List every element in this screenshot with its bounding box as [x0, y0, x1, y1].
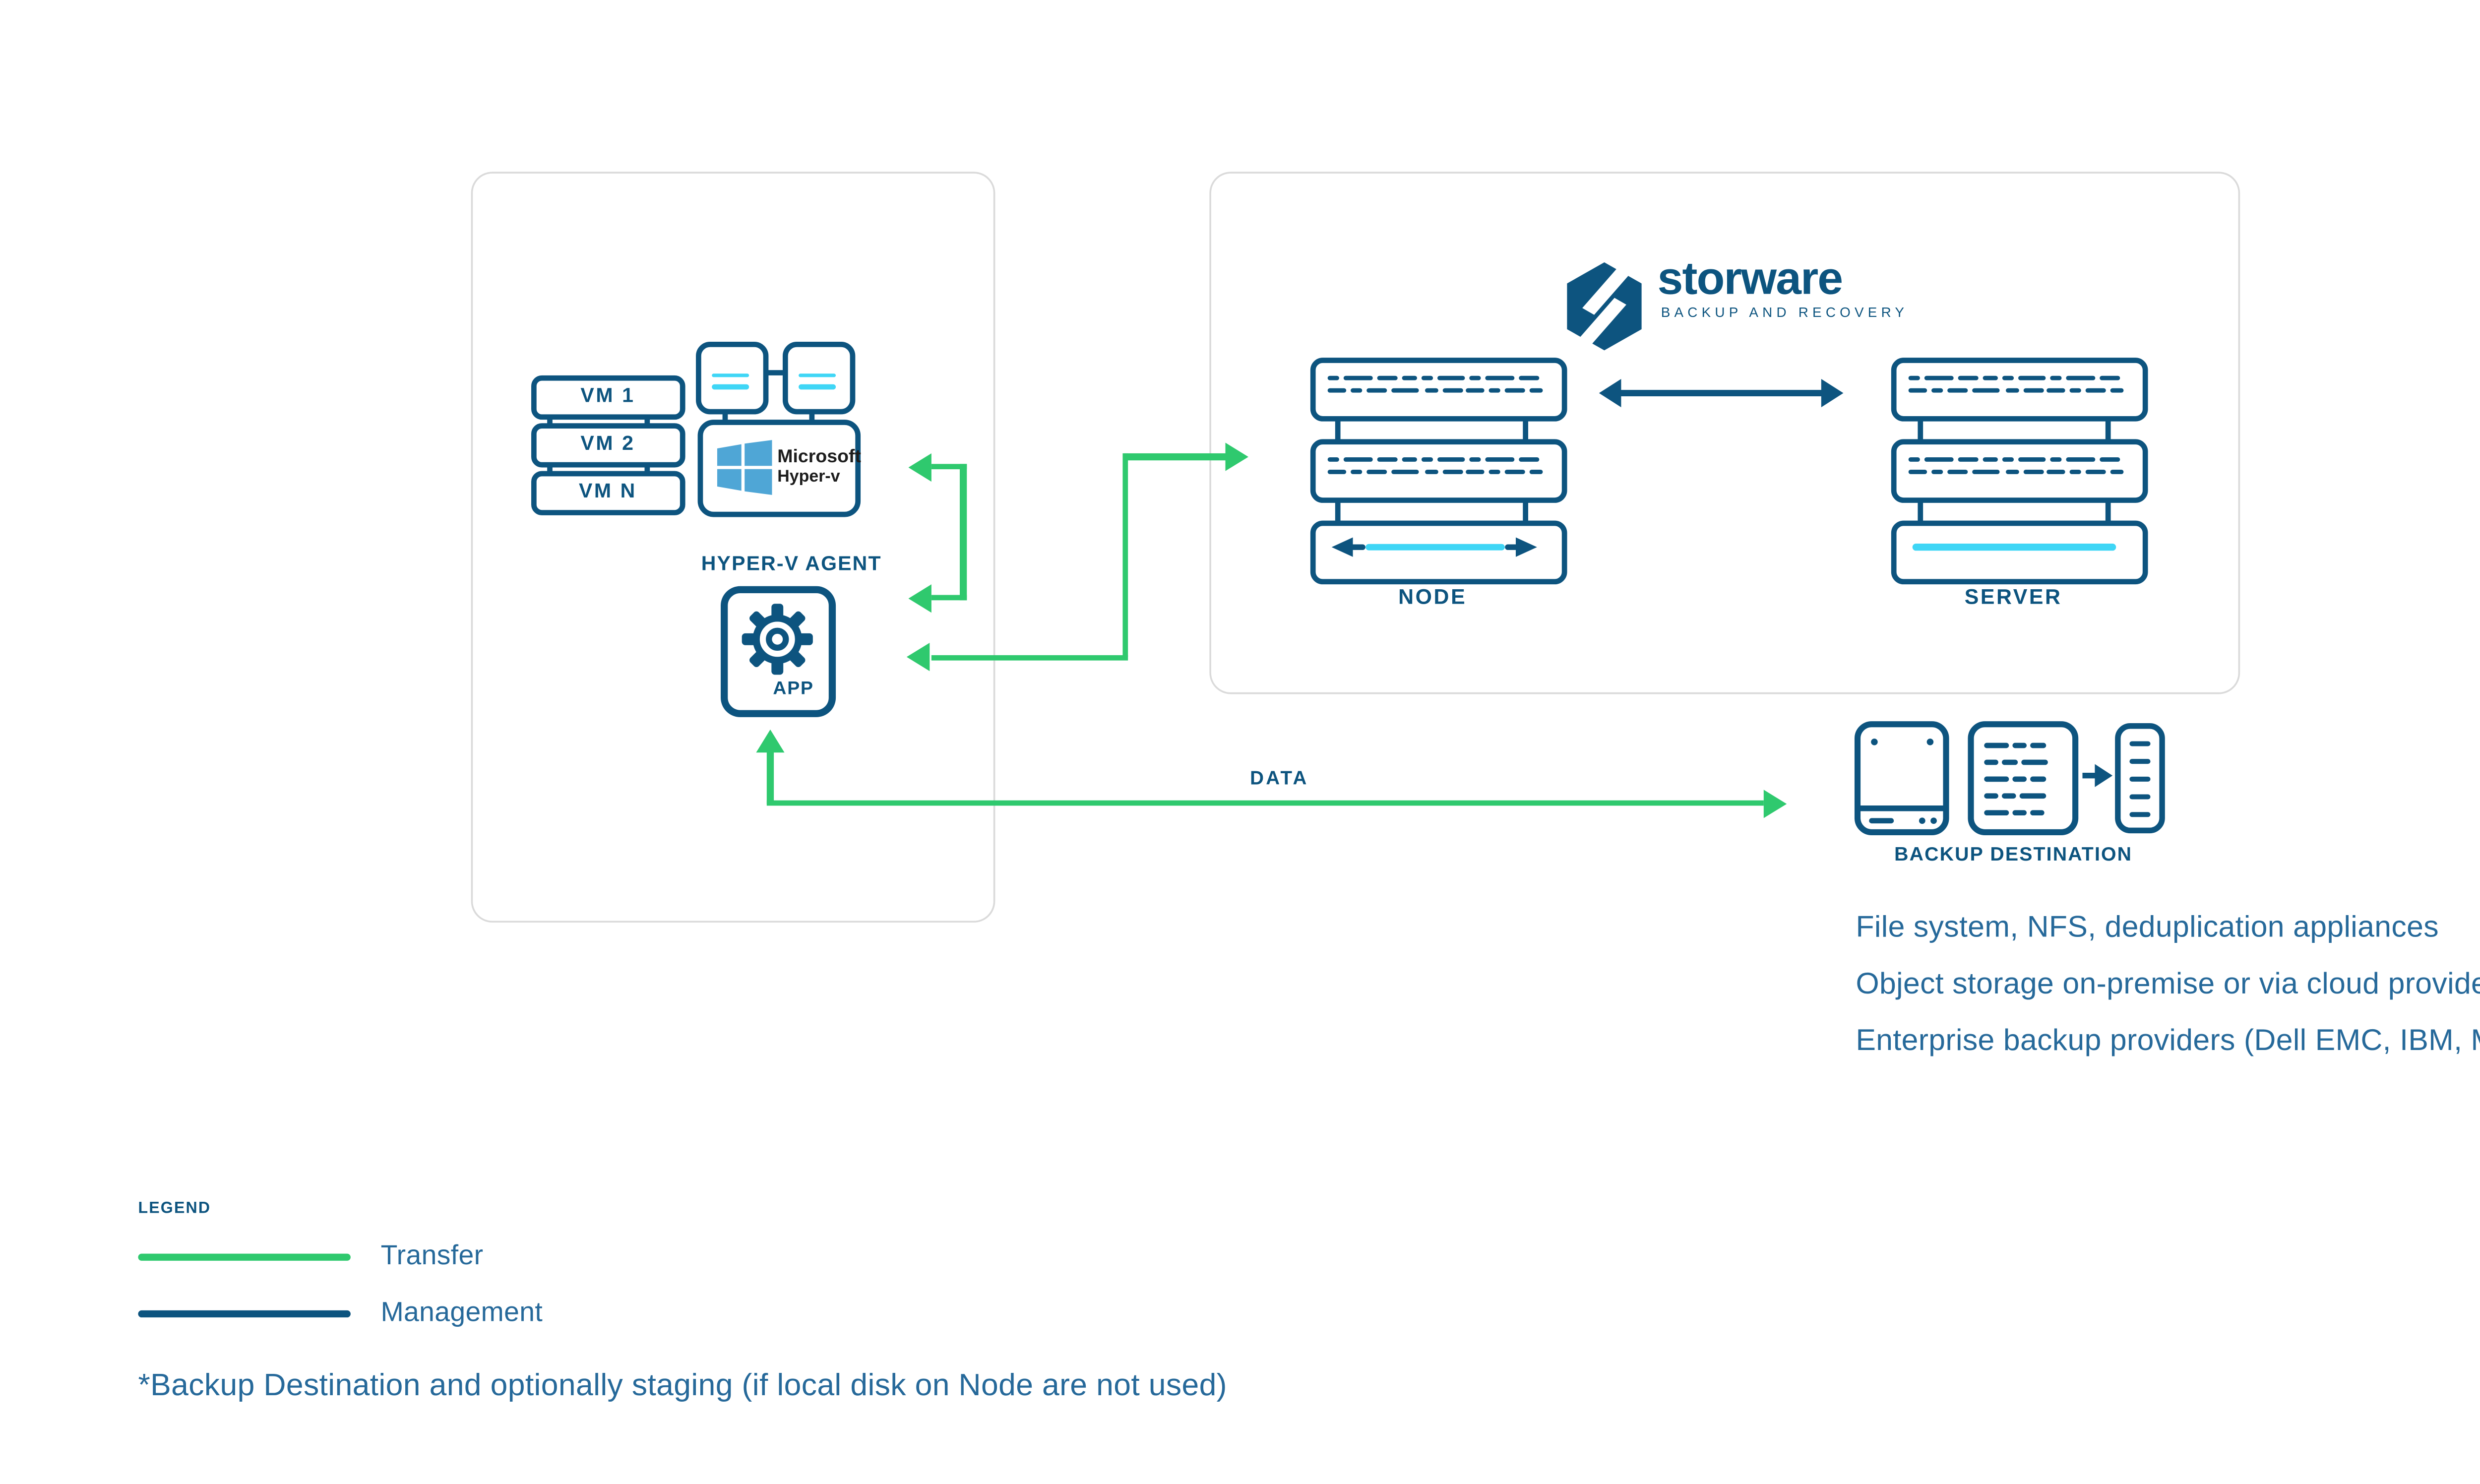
hyperv-wordmark: Hyper-v — [777, 466, 840, 486]
arrowhead-to-agent-up — [756, 729, 785, 752]
arrowhead-to-agent-top — [908, 583, 931, 612]
guest-vm-icon-right — [782, 342, 855, 415]
server-row-3 — [1890, 519, 2147, 584]
windows-flag-icon — [717, 440, 772, 495]
legend-title: LEGEND — [138, 1198, 211, 1217]
node-row-3 — [1309, 519, 1566, 584]
agent-app-box: APP — [720, 585, 835, 717]
storware-logo-icon — [1567, 262, 1642, 351]
node-label: NODE — [1398, 584, 1467, 610]
gear-icon — [741, 603, 812, 674]
storware-wordmark: storware — [1657, 251, 1843, 305]
node-io-arrows-icon — [1330, 536, 1537, 556]
node-row-1 — [1309, 358, 1566, 422]
arrowhead-to-backup — [1763, 789, 1786, 817]
data-flow-label: DATA — [1250, 768, 1309, 790]
tape-library-icon — [2115, 723, 2165, 834]
vm-box-n: VM N — [530, 470, 685, 515]
disk-appliance-icon — [1854, 721, 1949, 836]
legend-management-label: Management — [380, 1298, 543, 1328]
storage-option-1: File system, NFS, deduplication applianc… — [1856, 910, 2439, 944]
server-row-2 — [1890, 438, 2147, 502]
vm-2-label: VM 2 — [580, 434, 635, 456]
tape-copy-arrow-icon — [2082, 763, 2113, 787]
arrowhead-to-node — [1226, 442, 1249, 471]
vm-1-label: VM 1 — [580, 386, 635, 408]
storage-option-2: Object storage on-premise or via cloud p… — [1856, 967, 2480, 1001]
vm-box-1: VM 1 — [530, 374, 685, 420]
backup-destination-label: BACKUP DESTINATION — [1894, 844, 2133, 866]
backup-files-icon — [1968, 721, 2079, 836]
hyperv-host-panel — [471, 172, 995, 923]
vm-n-label: VM N — [578, 482, 637, 503]
storware-panel — [1209, 172, 2240, 694]
agent-app-badge: APP — [773, 677, 814, 699]
hyperv-logo-box: Microsoft Hyper-v — [697, 420, 861, 517]
server-row-1 — [1890, 358, 2147, 422]
legend-transfer-line — [138, 1253, 351, 1261]
hyperv-agent-title: HYPER-V AGENT — [701, 554, 882, 576]
legend-management-line — [138, 1310, 351, 1318]
arrowhead-to-hypervisor — [908, 452, 931, 481]
legend-transfer-label: Transfer — [380, 1241, 484, 1272]
node-row-2 — [1309, 438, 1566, 502]
storage-option-3: Enterprise backup providers (Dell EMC, I… — [1856, 1023, 2480, 1057]
vm-box-2: VM 2 — [530, 422, 685, 468]
management-arrow — [1599, 379, 1844, 408]
server-label: SERVER — [1964, 584, 2062, 610]
guest-vm-icon-left — [696, 342, 769, 415]
storware-tagline: BACKUP AND RECOVERY — [1661, 305, 1909, 321]
microsoft-wordmark: Microsoft — [777, 446, 861, 468]
footnote: *Backup Destination and optionally stagi… — [138, 1367, 1227, 1403]
arrowhead-to-agent — [907, 643, 930, 672]
